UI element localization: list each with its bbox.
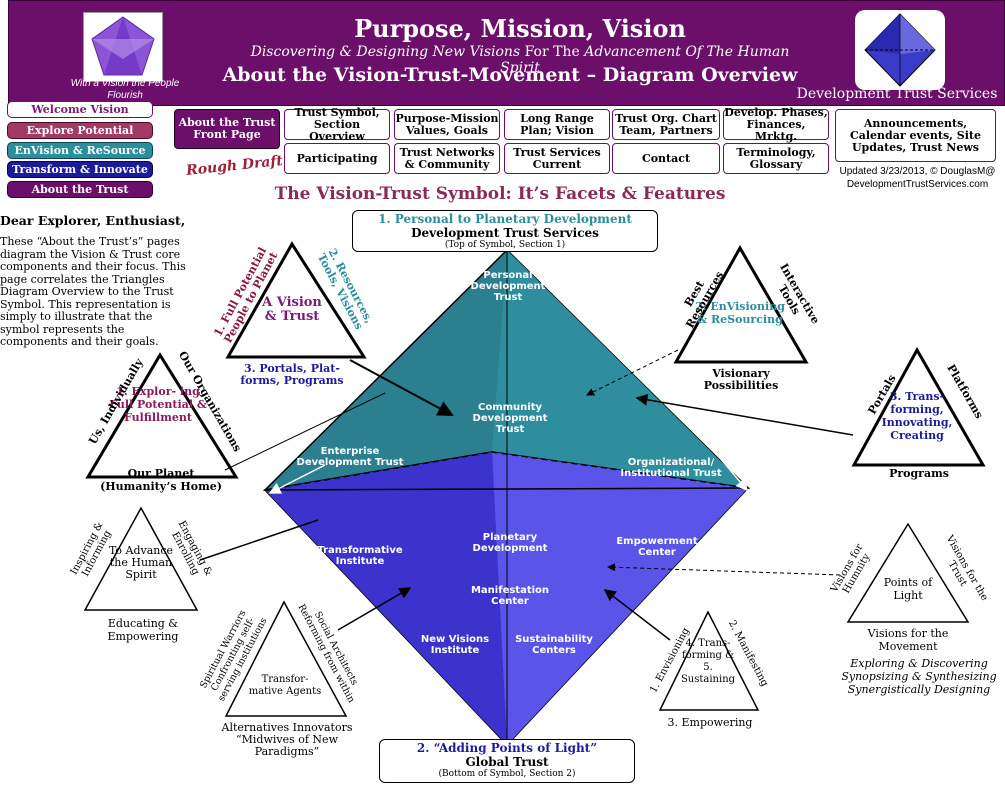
triangle-exploring (85, 352, 239, 479)
triangle-agents (224, 600, 348, 717)
agents-center: Transfor- mative Agents (248, 674, 322, 697)
nav-envision-resource[interactable]: EnVision & ReSource (7, 142, 153, 159)
nav-purpose-mission[interactable]: Purpose-Mission Values, Goals (394, 109, 500, 140)
triangle-transforming (851, 346, 986, 467)
facet-enterprise: Enterprise Development Trust (296, 446, 404, 468)
nav-trust-symbol[interactable]: Trust Symbol, Section Overview (284, 106, 390, 142)
intro-greeting: Dear Explorer, Enthusiast, (0, 213, 186, 228)
arrow-transform (635, 393, 854, 436)
nav-about-trust[interactable]: About the Trust (7, 181, 153, 198)
envision-bottom: Visionary Possibilities (703, 367, 779, 392)
nav-contact[interactable]: Contact (612, 143, 720, 174)
envision-center: 2. EnVisioning & ReSourcing (695, 300, 785, 326)
header-banner (8, 0, 1005, 106)
advance-bottom: Educating & Empowering (107, 617, 179, 643)
facet-new-visions: New Visions Institute (420, 634, 490, 656)
light-bottom: Visions for the Movement (867, 627, 949, 653)
nav-long-range-plan[interactable]: Long Range Plan; Vision (504, 109, 610, 140)
facet-planetary: Planetary Development (472, 532, 548, 554)
nav-trust-networks[interactable]: Trust Networks & Community (394, 143, 500, 174)
bottom-symbol-box: 2. “Adding Points of Light” Global Trust… (379, 739, 635, 783)
triangle-manifest (658, 610, 760, 711)
symbol-title: The Vision-Trust Symbol: It’s Facets & F… (274, 184, 726, 204)
facet-transformative: Transformative Institute (317, 545, 403, 567)
arrow-vision-to-community (349, 359, 454, 416)
page-subtitle: Discovering & Designing New Visions For … (250, 44, 790, 76)
line-explore (224, 392, 386, 471)
transform-center: 3. Trans- forming, Innovating, Creating (881, 390, 953, 442)
intro-body: These “About the Trust’s” pages diagram … (0, 235, 186, 348)
vision-trust-center: A Vision & Trust (262, 295, 322, 324)
nav-glossary[interactable]: Terminology, Glossary (723, 143, 829, 174)
manifest-center: 4. Trans- forming & 5. Sustaining (680, 638, 736, 685)
light-caption: Exploring & Discovering Synopsizing & Sy… (841, 657, 997, 696)
manifest-bottom: 3. Empowering (667, 716, 753, 729)
arrow-envision-dashed (586, 349, 679, 396)
triangle-points-of-light (846, 522, 970, 623)
arrow-agents (337, 587, 412, 631)
explore-bottom: Our Planet (Humanity’s Home) (100, 467, 222, 493)
tagline: With a Vision the People Flourish (70, 78, 180, 101)
line-advance (199, 519, 319, 561)
triangle-vision-trust (225, 241, 367, 359)
explore-center: 1. Explor- ing Full Potential & Fulfillm… (109, 385, 207, 424)
nav-org-chart[interactable]: Trust Org. Chart Team, Partners (612, 109, 720, 140)
light-center: Points of Light (883, 576, 933, 602)
top-pyramid-right-facet (492, 250, 748, 488)
nav-welcome-vision[interactable]: Welcome Vision (7, 101, 153, 118)
nav-participating[interactable]: Participating (284, 143, 390, 174)
arrow-manifest (603, 589, 671, 641)
facet-manifestation: Manifestation Center (470, 585, 550, 607)
transform-bottom: Programs (889, 467, 949, 480)
octahedron-logo (855, 10, 945, 90)
advance-center: To Advance the Human Spirit (108, 544, 174, 581)
triangle-envisioning (673, 244, 809, 364)
nav-transform-innovate[interactable]: Transform & Innovate (7, 161, 153, 178)
arrow-light-dashed (607, 563, 841, 576)
nav-develop-phases[interactable]: Develop. Phases, Finances, Mrktg. (723, 105, 829, 143)
updated-note: Updated 3/23/2013, © DouglasM@ Developme… (839, 166, 996, 190)
vision-crystal-logo (83, 12, 163, 82)
main-heading: About the Vision-Trust-Movement – Diagra… (222, 64, 798, 86)
top-symbol-box: 1. Personal to Planetary Development Dev… (352, 210, 658, 252)
facet-sustainability: Sustainability Centers (515, 634, 593, 656)
bottom-pyramid-right-facet (492, 452, 748, 745)
agents-bottom: Alternatives Innovators “Midwives of New… (221, 721, 353, 758)
facet-organizational: Organizational/ Institutional Trust (620, 457, 722, 479)
facet-empowerment: Empowerment Center (616, 536, 698, 558)
triangle-advance (83, 506, 199, 611)
facet-community: Community Development Trust (472, 402, 548, 435)
org-name: Development Trust Services (796, 86, 998, 102)
nav-trust-services[interactable]: Trust Services Current (504, 143, 610, 174)
vision-trust-bottom: 3. Portals, Plat- forms, Programs (240, 362, 344, 387)
page-title: Purpose, Mission, Vision (354, 14, 686, 43)
nav-front-page[interactable]: About the Trust Front Page (174, 109, 280, 149)
nav-explore-potential[interactable]: Explore Potential (7, 122, 153, 139)
facet-personal: Personal Development Trust (470, 270, 546, 303)
nav-announcements[interactable]: Announcements, Calendar events, Site Upd… (835, 109, 996, 162)
